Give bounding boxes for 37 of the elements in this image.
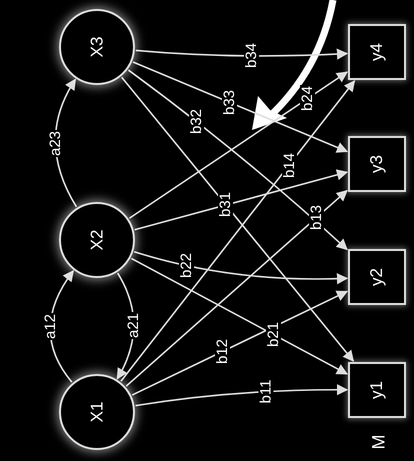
node-label: y2 xyxy=(367,268,387,286)
edge-label: b33 xyxy=(222,88,237,116)
node-label: y3 xyxy=(367,155,387,173)
edge-label: b13 xyxy=(308,204,324,232)
edge-label: b34 xyxy=(244,42,260,70)
edge-label: b31 xyxy=(218,191,234,218)
observation-box xyxy=(348,362,406,418)
arrow xyxy=(134,169,348,231)
arrow xyxy=(132,61,348,153)
arrow xyxy=(128,71,348,219)
arrow xyxy=(126,190,348,387)
node-label: X3 xyxy=(87,36,107,58)
edge-label: b21 xyxy=(266,321,282,348)
arrow xyxy=(131,258,348,375)
state-circle xyxy=(59,9,135,85)
edge-label: a12 xyxy=(42,313,58,340)
observation-box xyxy=(348,24,406,80)
arrow xyxy=(135,384,348,406)
observation-box xyxy=(348,249,406,305)
node-label: X2 xyxy=(87,230,107,250)
edge-label: b11 xyxy=(258,378,274,405)
edge-label: b12 xyxy=(214,338,230,366)
arrow xyxy=(134,251,348,284)
node-label: y4 xyxy=(367,43,387,61)
edge-label: b24 xyxy=(300,84,316,112)
observation-box xyxy=(348,136,406,192)
edge-label: b14 xyxy=(282,152,297,179)
note-label: M xyxy=(369,434,387,450)
arrow xyxy=(136,48,348,60)
edge-label: b32 xyxy=(188,108,204,135)
edge-label: b22 xyxy=(178,252,194,280)
state-circle xyxy=(59,374,135,450)
edge-label: a23 xyxy=(48,130,63,157)
edge-label: a21 xyxy=(126,312,142,340)
state-circle xyxy=(59,202,135,278)
node-label: y1 xyxy=(367,381,387,399)
node-label: X1 xyxy=(87,402,107,422)
